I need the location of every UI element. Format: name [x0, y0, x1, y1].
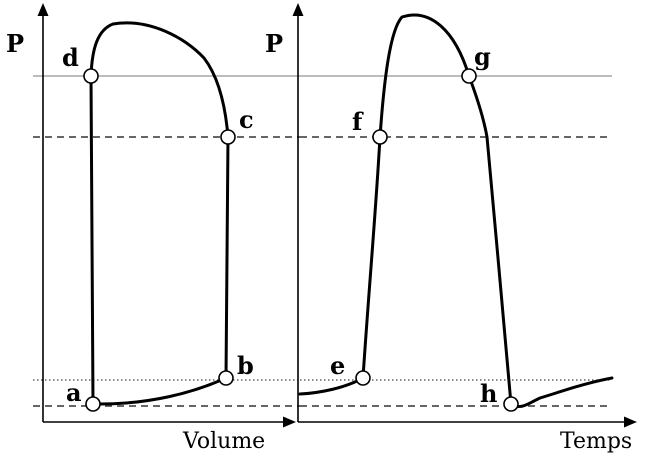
point-g-marker [461, 68, 477, 84]
pv-loop-curve [89, 21, 230, 406]
pressure-time-panel: P e f g h Temps [265, 3, 637, 454]
point-a-marker [85, 396, 101, 412]
pv-loop-panel: P a b c d Volume [6, 3, 300, 454]
point-f-label: f [352, 107, 364, 136]
point-d-label: d [62, 43, 79, 72]
point-e-marker [355, 370, 371, 386]
pt-x-axis-label: Temps [560, 429, 632, 454]
point-h-marker [503, 396, 519, 412]
point-h-label: h [480, 379, 497, 408]
pt-y-axis-label: P [265, 29, 283, 58]
point-b-marker [218, 370, 234, 386]
pt-x-axis-arrowhead [624, 416, 637, 428]
point-g-label: g [474, 42, 491, 71]
point-f-marker [372, 129, 388, 145]
pv-y-axis-arrowhead [37, 3, 49, 16]
pv-x-axis-arrowhead [283, 416, 296, 428]
point-c-marker [220, 129, 236, 145]
point-a-label: a [66, 378, 82, 407]
pv-x-axis-label: Volume [182, 429, 265, 454]
point-b-label: b [237, 351, 254, 380]
point-c-label: c [239, 105, 254, 134]
pv-y-axis-label: P [6, 29, 24, 58]
pressure-time-curve [298, 13, 614, 408]
point-e-label: e [330, 351, 345, 380]
pt-y-axis-arrowhead [292, 3, 304, 16]
point-d-marker [83, 68, 99, 84]
